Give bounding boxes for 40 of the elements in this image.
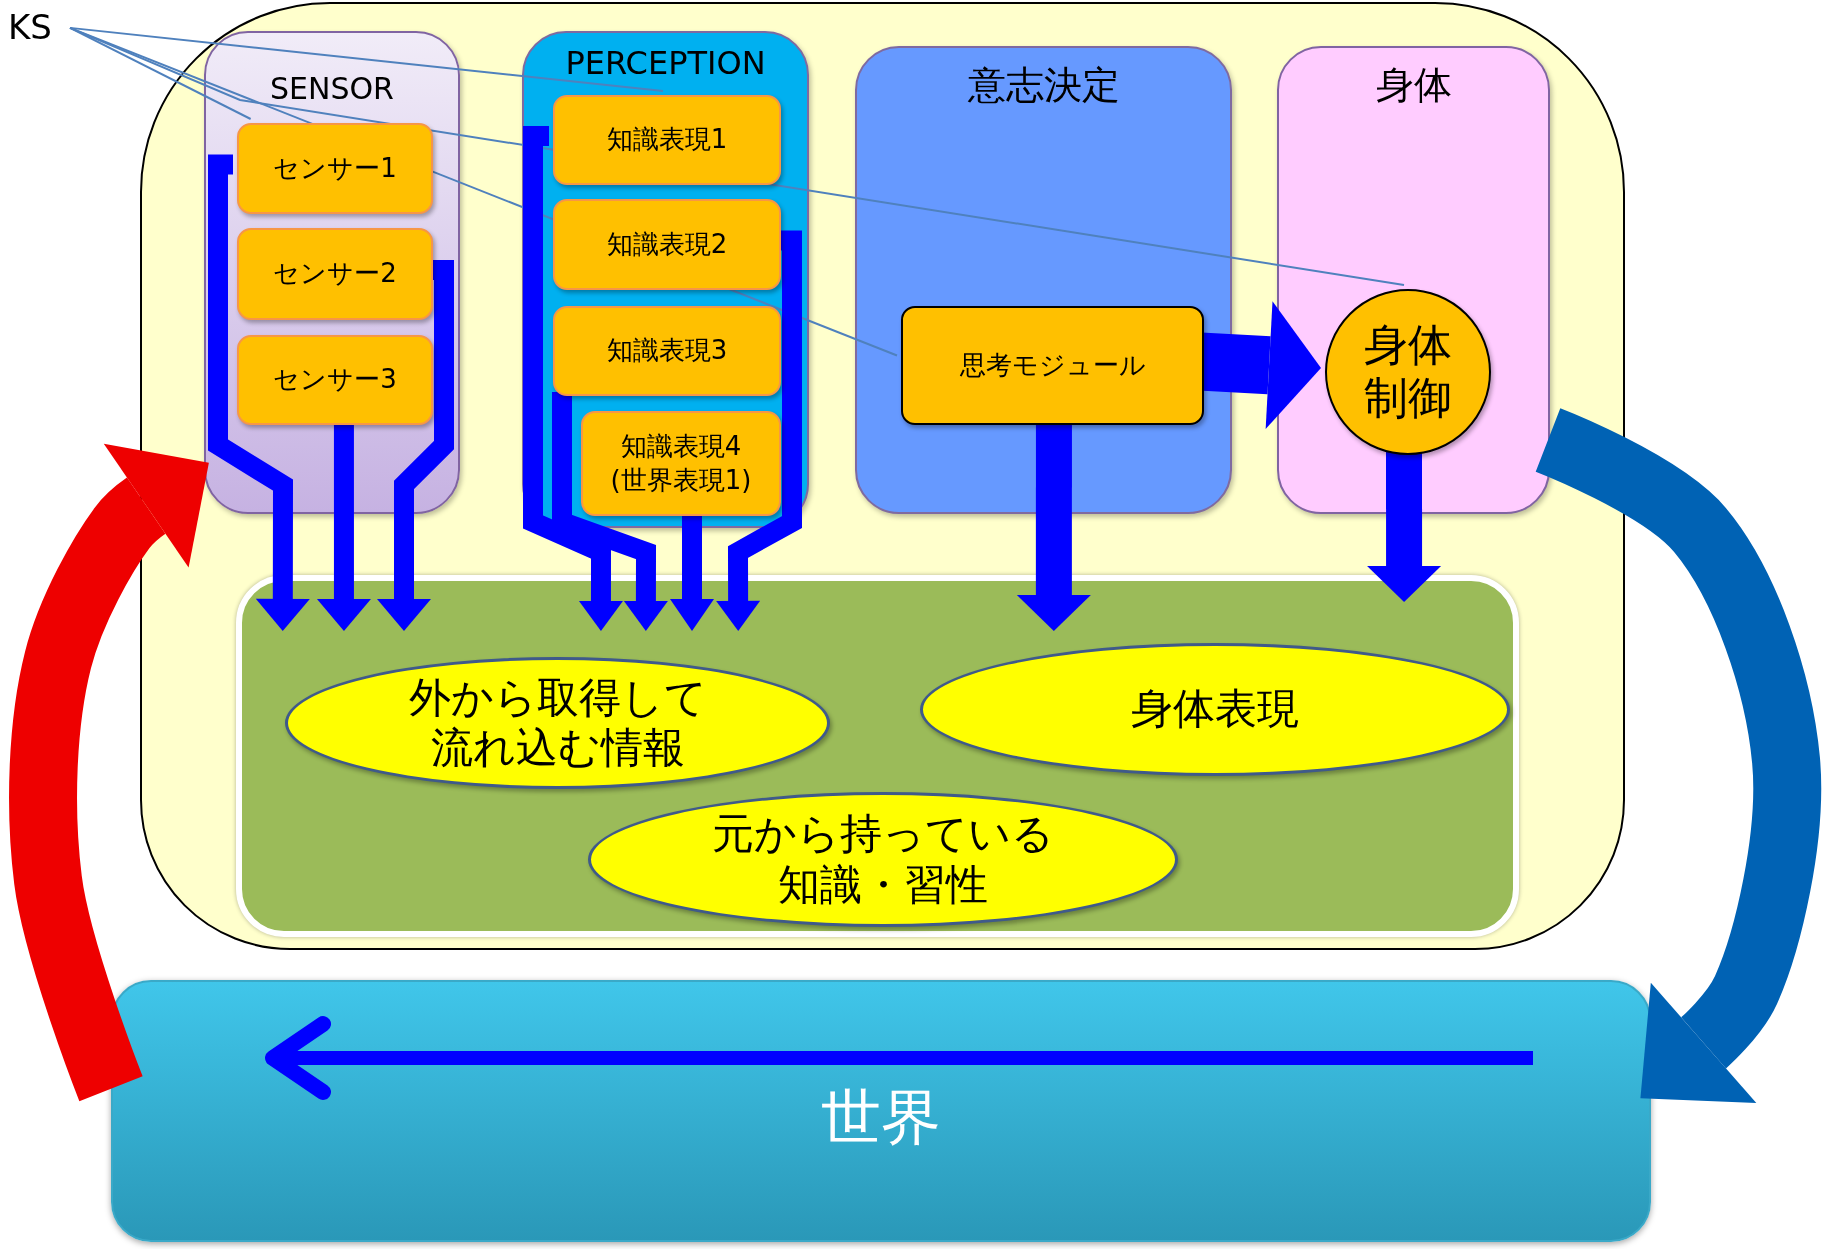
box-label: センサー1 xyxy=(273,151,397,185)
arrow xyxy=(377,260,454,631)
module-panel xyxy=(1277,46,1550,514)
module-panel xyxy=(855,46,1232,514)
process-box xyxy=(237,228,433,320)
process-box xyxy=(553,306,781,396)
box-label: 知識表現3 xyxy=(606,334,728,368)
panel-heading: PERCEPTION xyxy=(564,45,767,81)
memory-area xyxy=(236,575,1519,937)
box-label: センサー2 xyxy=(273,257,397,291)
box-label: センサー3 xyxy=(273,363,397,397)
system-container xyxy=(140,2,1625,950)
process-box xyxy=(237,123,433,214)
box-label: 知識表現2 xyxy=(606,227,728,261)
box-label: 知識表現1 xyxy=(606,123,728,157)
arrow xyxy=(552,392,668,631)
arrow xyxy=(9,444,209,1101)
panel-heading: SENSOR xyxy=(269,72,395,106)
world-band xyxy=(111,980,1651,1242)
arrow xyxy=(1367,451,1442,602)
arrow xyxy=(208,154,310,631)
process-box xyxy=(901,306,1204,425)
callout-text: KS xyxy=(8,5,70,49)
box-label: 知識表現4 (世界表現1) xyxy=(609,429,753,497)
leader-line xyxy=(69,26,664,92)
world-label: 世界 xyxy=(820,1082,942,1152)
process-box xyxy=(553,199,781,290)
state-label: 元から持っている知識・習性 xyxy=(711,809,1055,910)
box-label: 思考モジュール xyxy=(959,348,1146,382)
state-label: 身体表現 xyxy=(1131,684,1299,735)
process-box xyxy=(581,411,781,516)
panel-heading: 意志決定 xyxy=(966,64,1121,106)
arrow xyxy=(523,126,623,631)
state-label: 外から取得して流れ込む情報 xyxy=(407,672,708,774)
process-box xyxy=(237,335,433,425)
leader-line xyxy=(69,26,1405,286)
process-box xyxy=(553,95,781,185)
arrow xyxy=(716,230,802,631)
panel-heading: 身体 xyxy=(1374,64,1453,106)
box-label: 身体制御 xyxy=(1363,319,1453,425)
